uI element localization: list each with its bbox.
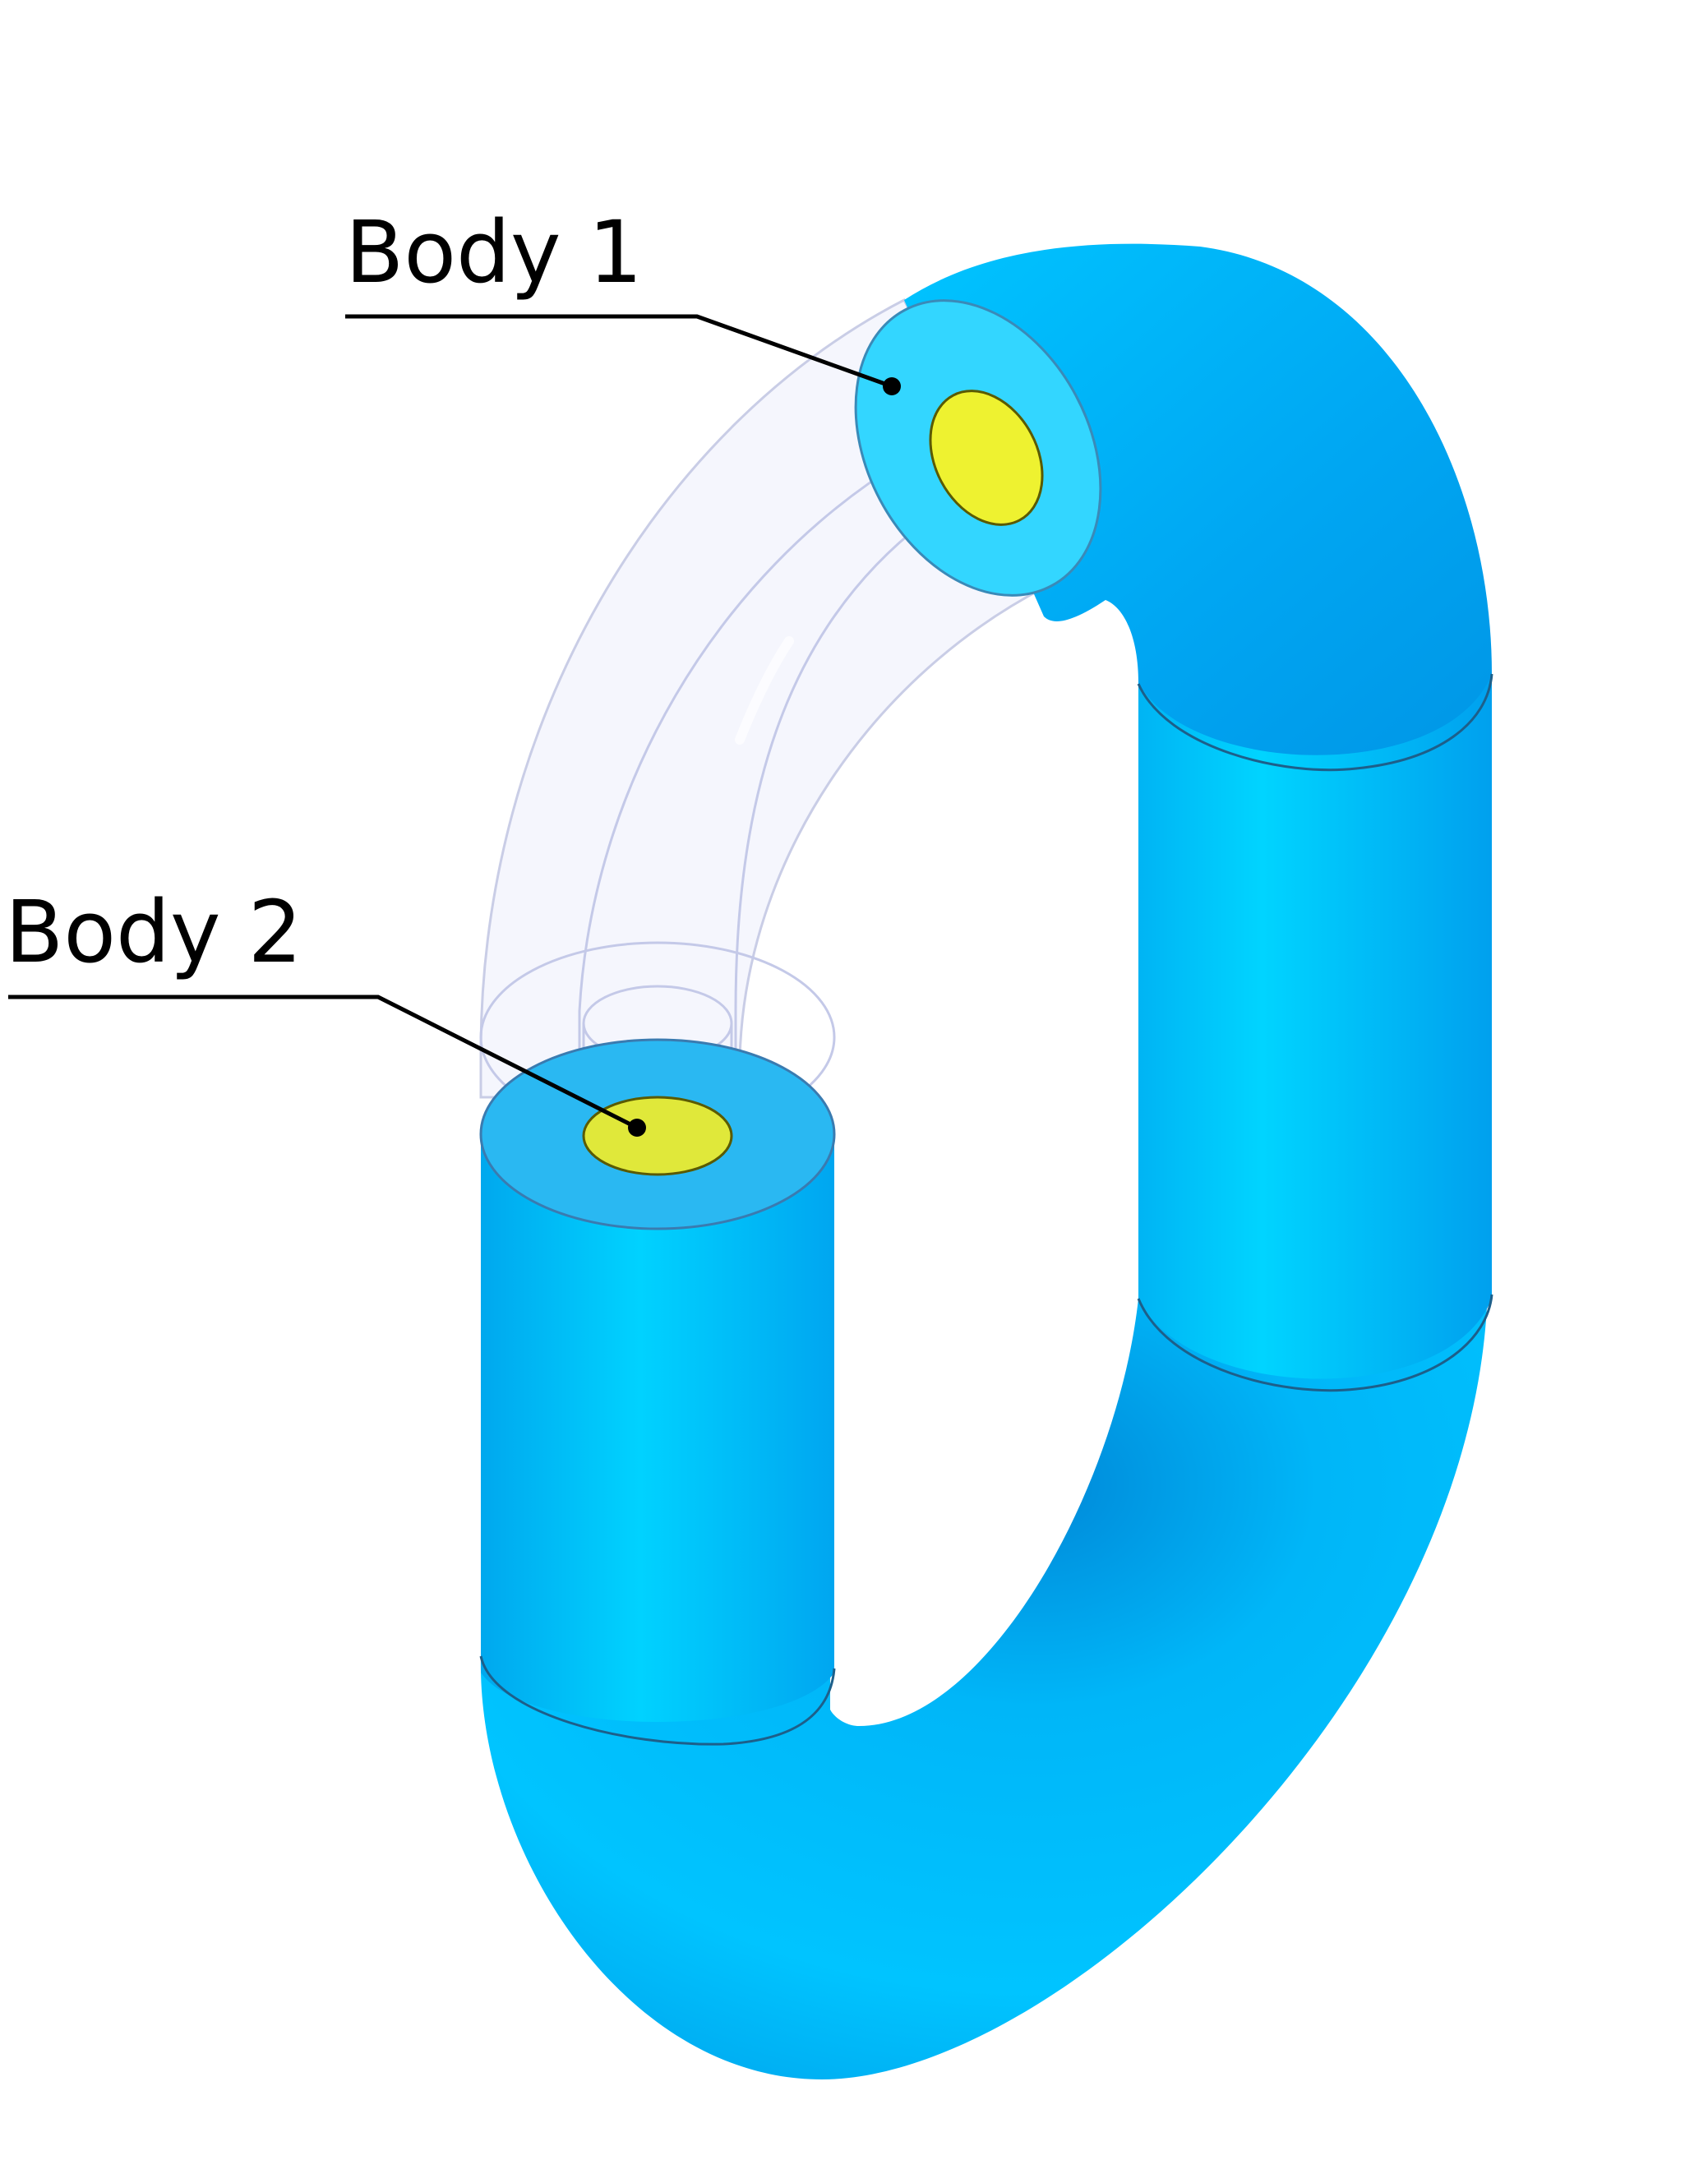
body1-core <box>929 390 1044 526</box>
body2-leader-line <box>8 995 639 1130</box>
body1-leader-line <box>345 314 893 389</box>
pipe-left-leg <box>481 1133 834 1722</box>
seam-right-lower <box>1137 1294 1493 1392</box>
body2-label: Body 2 <box>5 882 302 982</box>
body2-core <box>582 1096 733 1176</box>
ghost-arc-highlight <box>735 636 794 745</box>
seam-left-lower <box>479 1655 836 1746</box>
callout-body2: Body 2 <box>5 882 646 1137</box>
callout-body1: Body 1 <box>345 202 901 395</box>
body2-end-face <box>479 1038 836 1230</box>
body1-label: Body 1 <box>345 202 643 302</box>
pipe-bottom-bend <box>480 1286 1488 2079</box>
body1-end-face <box>854 299 1102 597</box>
body1-leader-dot <box>883 377 901 395</box>
seam-right-upper <box>1137 673 1493 772</box>
body2-leader-dot <box>628 1119 646 1137</box>
pipe-right-leg <box>1138 674 1492 1379</box>
